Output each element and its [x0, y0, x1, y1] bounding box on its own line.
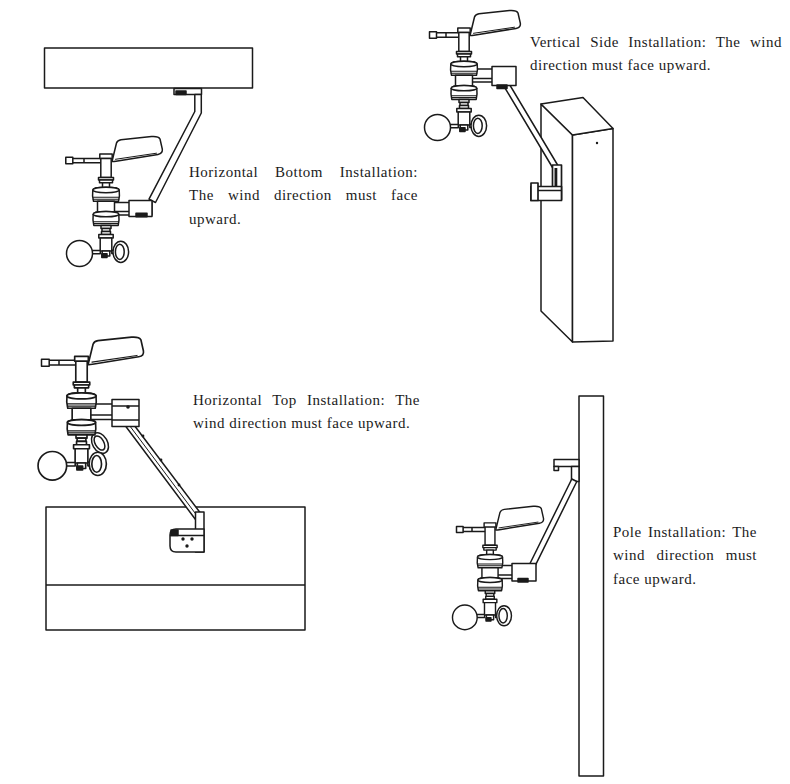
mounting-arm [90, 400, 139, 427]
caption-horizontal-bottom: Horizontal Bottom Installation: The wind… [189, 161, 418, 231]
caption-line: face upward. [613, 568, 757, 591]
caption-vertical-side: Vertical Side Installation: The wind dir… [530, 31, 782, 78]
mounting-pole [579, 396, 604, 776]
caption-horizontal-top: Horizontal Top Installation: The wind di… [193, 389, 420, 436]
caption-line: Horizontal Bottom Installation: [189, 161, 418, 184]
caption-line: wind direction must face upward. [193, 412, 420, 435]
caption-line: wind direction must [613, 544, 757, 567]
figure-pole [452, 396, 603, 776]
caption-line: direction must face upward. [530, 54, 782, 77]
figure-horizontal-bottom [45, 48, 253, 267]
figure-horizontal-top [38, 337, 305, 630]
caption-line: upward. [189, 208, 418, 231]
caption-pole: Pole Installation: The wind direction mu… [613, 521, 757, 591]
mounting-surface [46, 507, 305, 630]
mounting-arm [114, 201, 152, 217]
caption-line: The wind direction must face [189, 184, 418, 207]
caption-line: Horizontal Top Installation: The [193, 389, 420, 412]
caption-line: Pole Installation: The [613, 521, 757, 544]
caption-line: Vertical Side Installation: The wind [530, 31, 782, 54]
mounting-post [541, 98, 613, 343]
wind-vane-rod [66, 157, 102, 164]
mounting-beam [45, 48, 253, 88]
